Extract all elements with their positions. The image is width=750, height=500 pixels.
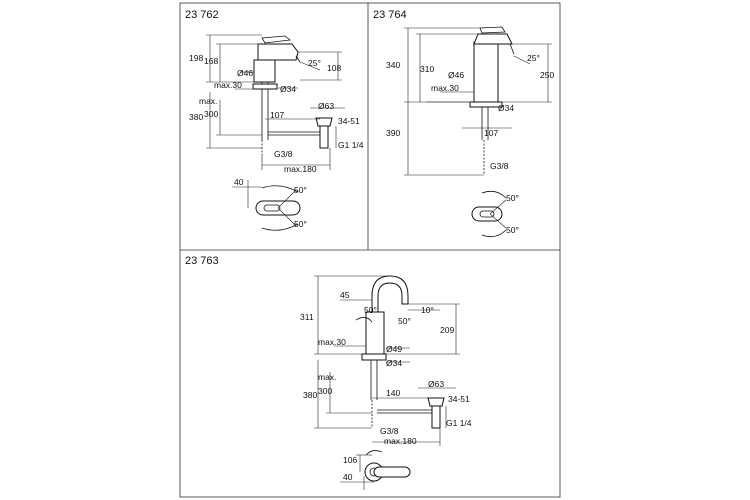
dim-300: 300 [204,109,218,119]
dim-340: 340 [386,60,400,70]
top-view-23763: 106 40 [340,450,411,490]
dim-d63: Ø63 [428,379,444,389]
dimension-lines-23764 [404,27,552,176]
dim-angle-25: 25° [308,58,321,68]
dimension-labels-23762: 198 168 25° Ø46 108 max.30 Ø34 max. 380 … [189,53,364,174]
dim-34-51: 34-51 [338,116,360,126]
dim-max180: max.180 [384,436,417,446]
dim-d46: Ø46 [448,70,464,80]
faucet-23763 [355,275,445,429]
dim-380: 380 [189,112,203,122]
dim-angle-50-top: 50° [294,185,307,195]
dimension-labels-23763: 311 45 50° 10° 50° 209 max.30 Ø49 Ø34 ma… [300,290,472,446]
dim-d46: Ø46 [237,68,253,78]
dim-40: 40 [234,177,244,187]
dim-max30: max.30 [214,80,242,90]
dim-angle-50-right: 50° [398,316,411,326]
dim-max30: max.30 [318,337,346,347]
dim-198: 198 [189,53,203,63]
dim-40: 40 [343,472,353,482]
dim-angle-50-left: 50° [364,305,377,315]
dim-380: 380 [303,390,317,400]
dim-106: 106 [343,455,357,465]
panel-23764: 23 764 340 [373,9,554,238]
dim-angle-50-bottom: 50° [506,225,519,235]
dim-300: 300 [318,386,332,396]
dim-max: max. [318,372,336,382]
dim-g38: G3/8 [490,161,509,171]
dim-angle-25: 25° [527,53,540,63]
panel-title-23764: 23 764 [373,9,407,21]
dim-107: 107 [270,110,284,120]
dim-g38: G3/8 [274,149,293,159]
panel-title-23762: 23 762 [185,9,219,21]
dimension-labels-23764: 340 310 25° 250 Ø46 max.30 Ø34 390 107 G… [386,53,554,171]
faucet-23762 [252,35,333,155]
panel-23763: 23 763 [185,255,472,490]
dim-168: 168 [204,56,218,66]
dim-310: 310 [420,64,434,74]
dim-d34: Ø34 [280,84,296,94]
dim-angle-50-bottom: 50° [294,219,307,229]
dim-g114: G1 1/4 [338,140,364,150]
dim-311: 311 [300,312,314,322]
panel-23762: 23 762 [185,9,364,231]
dim-250: 250 [540,70,554,80]
dim-140: 140 [386,388,400,398]
dim-209: 209 [440,325,454,335]
dim-g114: G1 1/4 [446,418,472,428]
dimension-lines-23762 [206,34,345,170]
dim-max: max. [199,96,217,106]
dim-45: 45 [340,290,350,300]
dim-d63: Ø63 [318,101,334,111]
dim-108: 108 [327,63,341,73]
dim-34-51: 34-51 [448,394,470,404]
sheet-frame [179,2,561,498]
dim-angle-50-top: 50° [506,193,519,203]
dim-107: 107 [484,128,498,138]
panel-title-23763: 23 763 [185,255,219,267]
dim-d34: Ø34 [386,358,402,368]
faucet-23764 [469,26,515,175]
dim-max180: max.180 [284,164,317,174]
top-view-23764: 50° 50° [471,190,519,238]
dimension-lines-23763 [314,275,460,446]
dim-d49: Ø49 [386,344,402,354]
dim-390: 390 [386,128,400,138]
dim-d34: Ø34 [498,103,514,113]
dim-max30: max.30 [431,83,459,93]
dim-g38: G3/8 [380,426,399,436]
top-view-23762: 40 50° 50° [232,177,307,231]
dim-angle-10: 10° [421,305,434,315]
